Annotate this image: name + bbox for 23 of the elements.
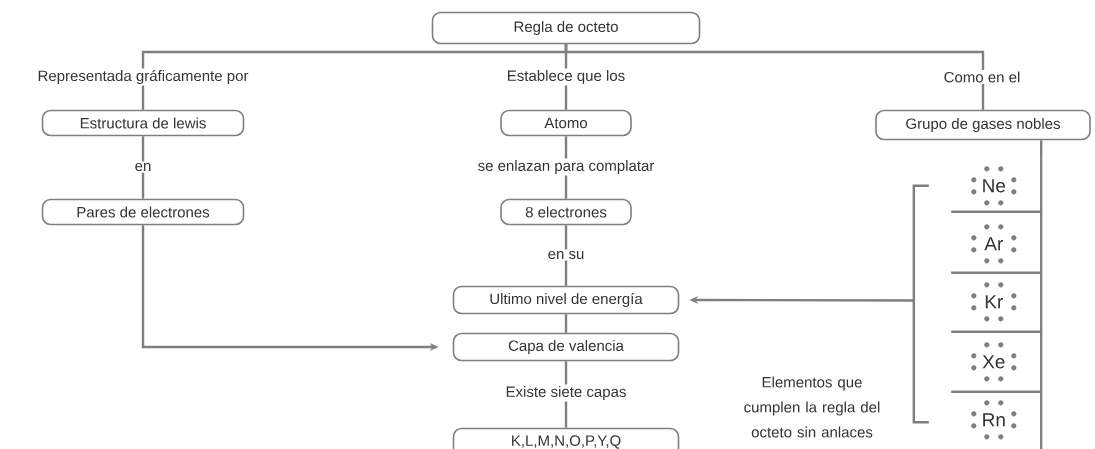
- connector-line: [1040, 140, 1043, 159]
- concept-box: Grupo de gases nobles: [875, 109, 1091, 141]
- element-table: [951, 158, 1043, 449]
- connector-line: [564, 44, 985, 110]
- connector-line: [564, 314, 568, 333]
- connector-line: [141, 136, 145, 199]
- edge-label: Existe siete capas: [504, 384, 628, 402]
- concept-box: Pares de electrones: [41, 198, 245, 226]
- concept-box: Atomo: [500, 109, 632, 137]
- edge-label: se enlazan para complatar: [476, 158, 656, 176]
- edge-label: Representada gráficamente por: [36, 68, 250, 86]
- edge-label: Establece que los: [505, 68, 627, 86]
- concept-box: Capa de valencia: [452, 332, 680, 362]
- concept-box: Ultimo nivel de energía: [452, 285, 680, 315]
- edge-label: Como en el: [942, 70, 1022, 84]
- edge-label: en: [133, 161, 153, 173]
- connector-line: [564, 225, 568, 286]
- edge-label: en su: [546, 249, 586, 261]
- concept-box: 8 electrones: [500, 198, 632, 226]
- concept-box: K,L,M,N,O,P,Y,Q: [452, 427, 680, 449]
- note-text: Elementos que cumplen la regla del octeto sin anlaces: [744, 376, 880, 438]
- concept-box: Regla de octeto: [431, 11, 701, 45]
- concept-box: Estructura de lewis: [41, 109, 245, 137]
